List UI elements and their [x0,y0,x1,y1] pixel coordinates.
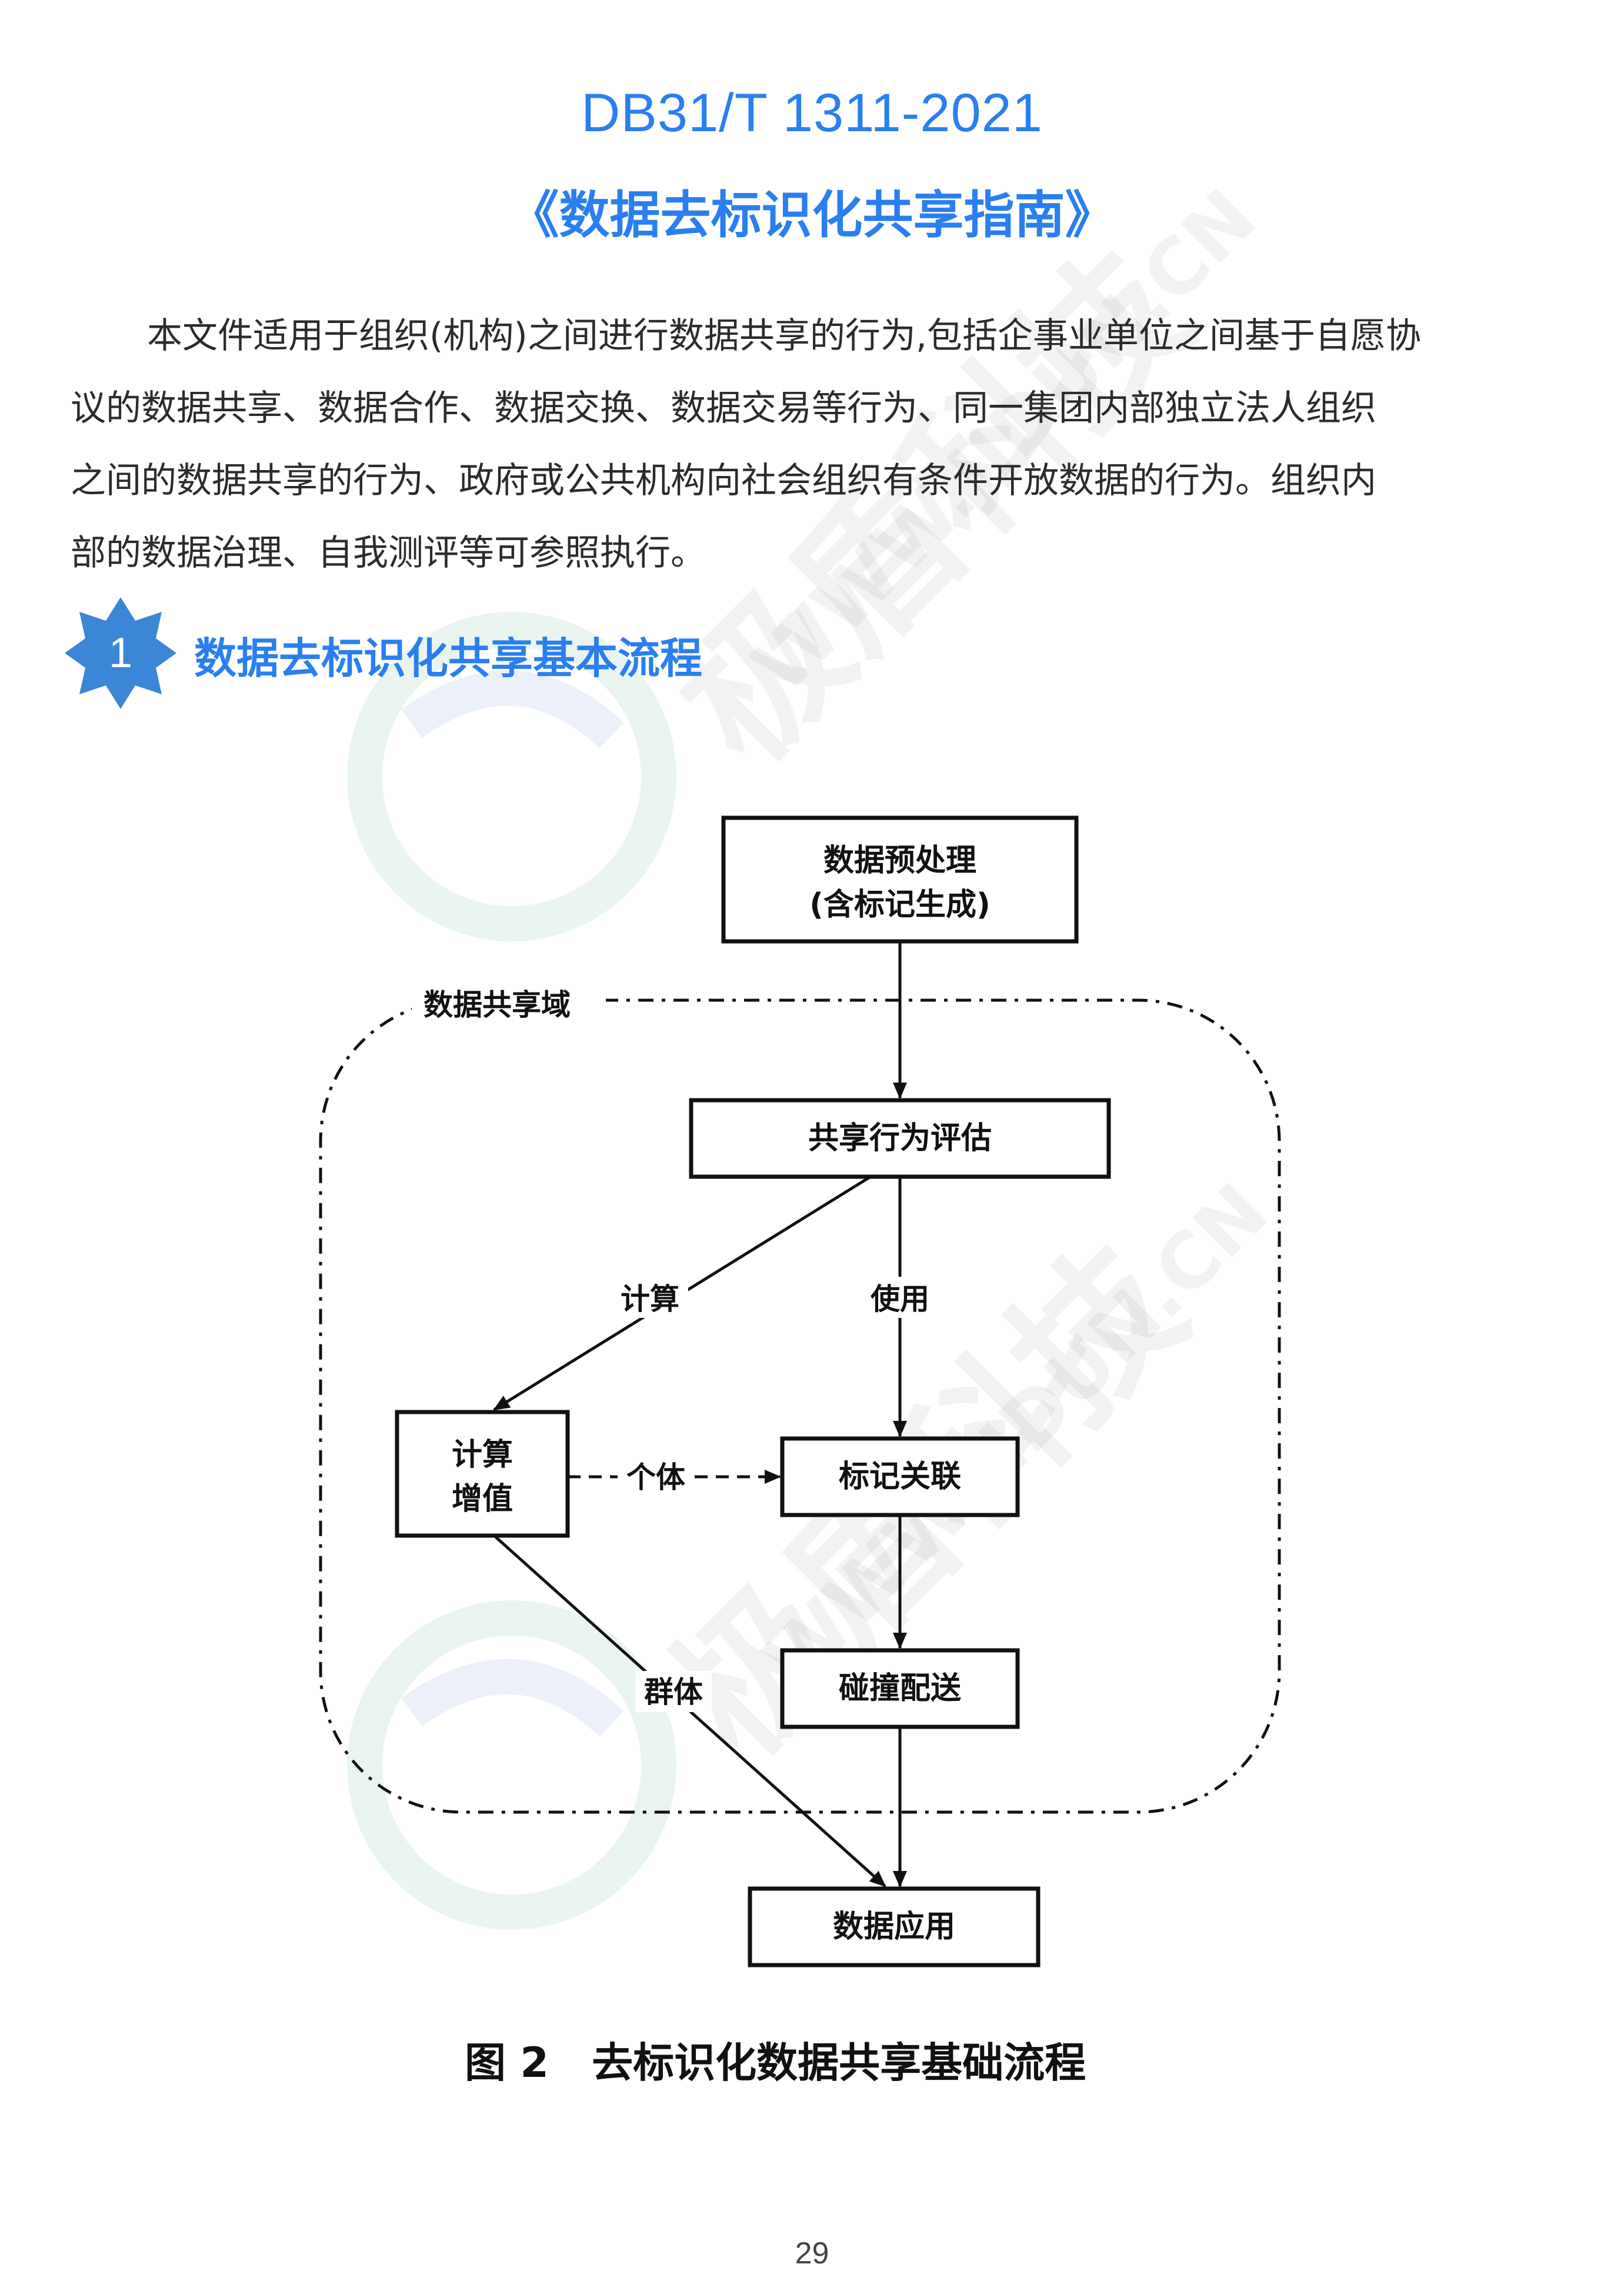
intro-line: 之间的数据共享的行为、政府或公共机构向社会组织有条件开放数据的行为。组织内 [71,460,1376,501]
node-preprocess-label: 数据预处理 [823,843,976,878]
intro-line: 部的数据治理、自我测评等可参照执行。 [71,532,706,574]
shared-domain-boundary [319,998,1281,1814]
document-title: 《数据去标识化共享指南》 [508,186,1116,245]
intro-line: 议的数据共享、数据合作、数据交换、数据交易等行为、同一集团内部独立法人组织 [71,388,1376,429]
node-link: 标记关联 [780,1436,1020,1517]
node-match: 碰撞配送 [780,1648,1020,1729]
figure-caption: 图 2 去标识化数据共享基础流程 [465,2039,1086,2087]
node-preprocess: 数据预处理 (含标记生成) [721,815,1079,944]
intro-paragraph: 本文件适用于组织(机构)之间进行数据共享的行为,包括企事业单位之间基于自愿协 议… [71,300,1565,590]
page-number: 29 [795,2236,829,2270]
node-match-label: 碰撞配送 [839,1671,961,1706]
node-compute: 计算 增值 [395,1410,570,1538]
section-number: 1 [108,630,133,677]
edge-label-use: 使用 [871,1282,929,1316]
shared-domain-label: 数据共享域 [423,988,571,1022]
node-compute-label: 计算 [452,1437,513,1473]
node-assess: 共享行为评估 [689,1098,1111,1179]
edge-label-individual: 个体 [626,1460,685,1494]
node-link-label: 标记关联 [839,1459,961,1494]
section-star-badge-icon [65,597,176,709]
node-preprocess-sublabel: (含标记生成) [809,887,991,923]
intro-line: 本文件适用于组织(机构)之间进行数据共享的行为,包括企事业单位之间基于自愿协 [147,315,1421,357]
section-title: 数据去标识化共享基本流程 [194,634,703,683]
node-app-label: 数据应用 [833,1909,955,1945]
node-assess-label: 共享行为评估 [808,1121,992,1156]
edge-label-group: 群体 [644,1675,703,1709]
node-app: 数据应用 [748,1886,1041,1967]
edge-label-compute: 计算 [621,1282,679,1316]
standard-code: DB31/T 1311-2021 [581,83,1043,143]
node-compute-sublabel: 增值 [452,1481,513,1517]
